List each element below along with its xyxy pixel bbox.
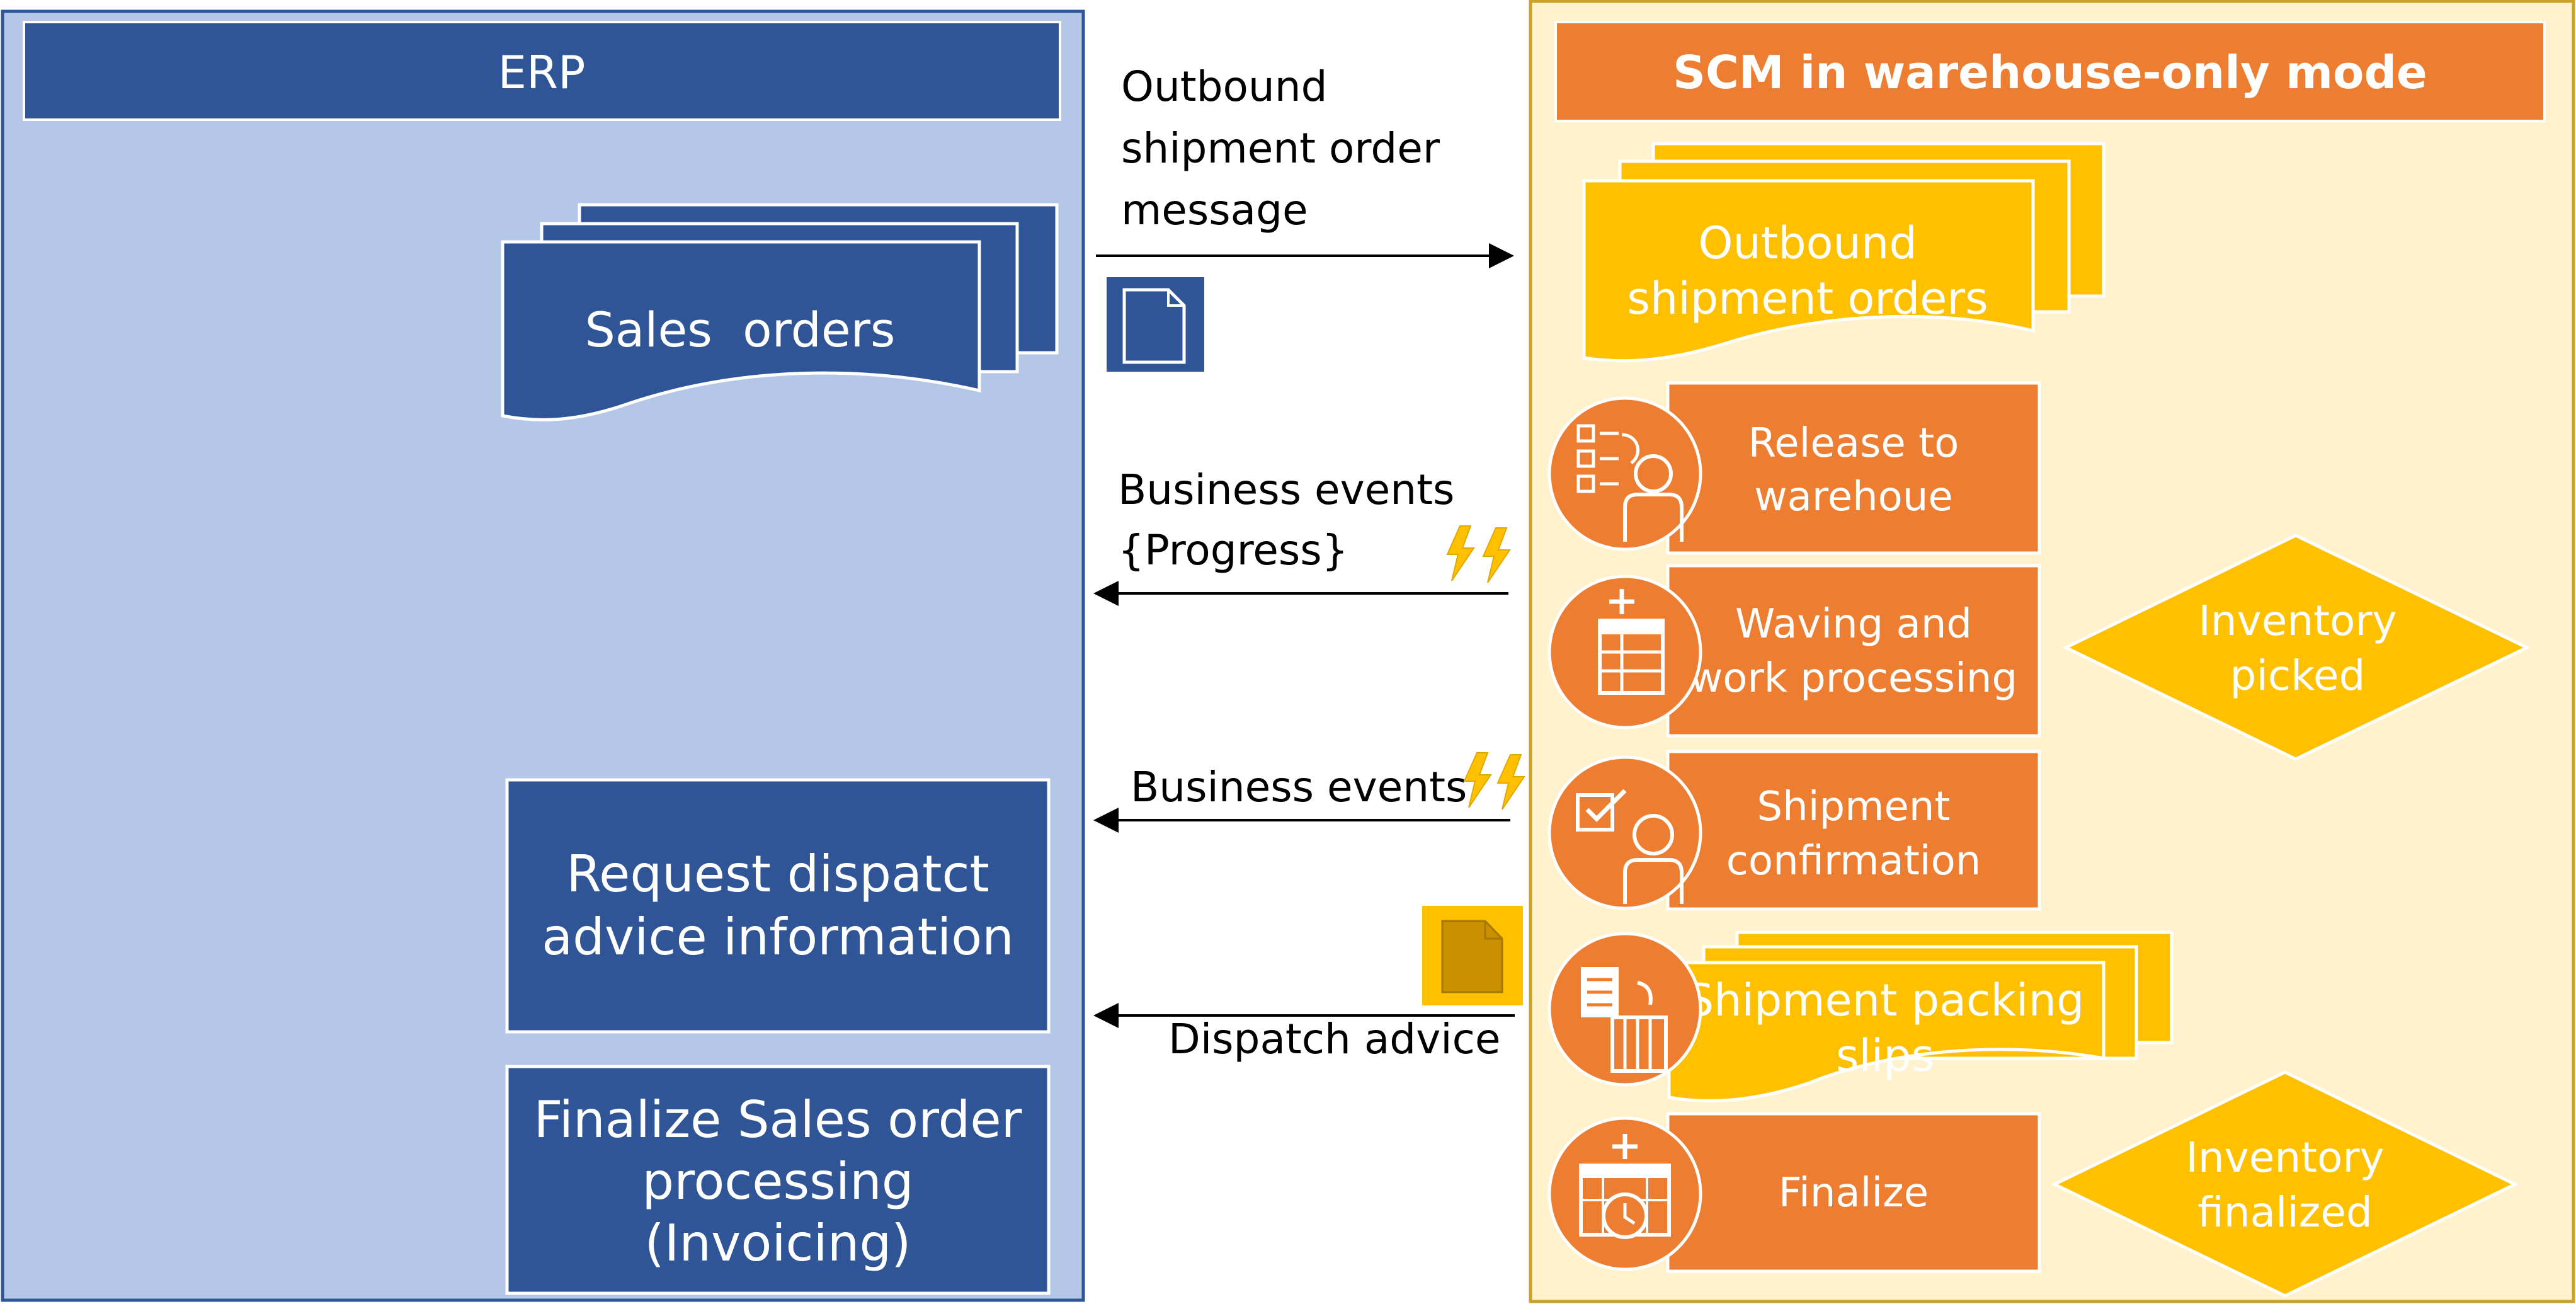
step-shipment-packing-slips: Shipment packing slips [1547, 930, 2174, 1102]
sales-orders-doc-front [501, 240, 981, 421]
inventory-finalized-line-2: finalized [2197, 1188, 2373, 1237]
message-business-events-progress: Business events {Progress} [1093, 466, 1511, 606]
request-dispatch-box: Request dispatct advice information [505, 778, 1051, 1034]
outbound-orders-document-stack: Outbound shipment orders [1582, 142, 2106, 363]
inventory-picked-diamond: Inventory picked [2062, 534, 2531, 761]
outbound-message-line-2: shipment order [1121, 124, 1440, 173]
dispatch-advice-label: Dispatch advice [1168, 1015, 1500, 1063]
shipment-confirmation-line-2: confirmation [1726, 838, 1981, 884]
inventory-picked-line-1: Inventory [2198, 597, 2396, 645]
step-release-to-warehouse: Release to warehoue [1547, 381, 2041, 555]
scm-panel: SCM in warehouse-only mode Outbound ship… [1529, 0, 2575, 1303]
message-business-events: Business events [1093, 752, 1525, 833]
outbound-orders-line-1: Outbound [1698, 217, 1917, 269]
outbound-message-line-1: Outbound [1121, 62, 1328, 111]
shipment-confirmation-line-1: Shipment [1757, 784, 1951, 830]
finalize-sales-line-2: processing [642, 1152, 913, 1211]
document-stack-icon [1547, 932, 1702, 1087]
sales-orders-label: Sales orders [585, 302, 896, 358]
finalize-sales-line-3: (Invoicing) [645, 1214, 911, 1273]
step-shipment-confirmation: Shipment confirmation [1547, 750, 2041, 911]
waving-box [1666, 564, 2041, 738]
check-person-icon [1547, 755, 1702, 910]
outbound-doc-front [1582, 179, 2035, 363]
inventory-finalized-line-1: Inventory [2186, 1133, 2384, 1182]
step-finalize: Finalize [1547, 1112, 2041, 1273]
request-dispatch-line-2: advice information [542, 908, 1014, 966]
inventory-finalized-diamond: Inventory finalized [2051, 1070, 2519, 1298]
waving-line-1: Waving and [1735, 601, 1972, 648]
release-line-1: Release to [1748, 420, 1959, 467]
erp-title-bar [23, 21, 1061, 121]
scm-title: SCM in warehouse-only mode [1673, 46, 2427, 99]
packing-slips-line-2: slips [1836, 1030, 1934, 1082]
inventory-finalized-shape [2051, 1070, 2519, 1298]
message-dispatch-advice: Dispatch advice [1093, 906, 1523, 1063]
progress-events-line-1: Business events [1118, 466, 1454, 514]
waving-line-2: work processing [1690, 655, 2017, 702]
release-line-2: warehoue [1754, 474, 1953, 520]
packing-slips-line-1: Shipment packing [1686, 975, 2085, 1026]
request-dispatch-line-1: Request dispatct [566, 845, 989, 903]
lightning-icon [1446, 525, 1511, 583]
calendar-clock-icon [1547, 1116, 1702, 1271]
document-icon [1107, 277, 1204, 372]
finalize-sales-line-1: Finalize Sales order [534, 1090, 1022, 1149]
finalize-sales-box: Finalize Sales order processing (Invoici… [505, 1065, 1051, 1295]
erp-title: ERP [498, 46, 586, 99]
lightning-icon [1463, 752, 1525, 810]
inventory-picked-line-2: picked [2230, 651, 2366, 700]
scm-title-bar [1554, 21, 2546, 122]
business-events-label: Business events [1131, 763, 1467, 811]
finalize-sales-background [505, 1065, 1051, 1295]
step-waving-work-processing: Waving and work processing [1547, 564, 2041, 738]
inventory-picked-shape [2062, 534, 2531, 761]
checklist-person-icon [1547, 396, 1702, 551]
shipment-confirmation-box [1666, 750, 2041, 911]
message-outbound-shipment: Outbound shipment order message [1096, 62, 1514, 372]
sales-orders-document-stack: Sales orders [501, 203, 1059, 421]
outbound-message-line-3: message [1121, 186, 1308, 234]
request-dispatch-background [505, 778, 1051, 1034]
outbound-orders-line-2: shipment orders [1627, 273, 1988, 324]
erp-panel: ERP Sales orders Request dispatct advice… [1, 9, 1085, 1302]
release-box [1666, 381, 2041, 555]
packing-doc-front [1667, 961, 2106, 1102]
document-icon [1422, 906, 1523, 1005]
add-table-icon [1547, 575, 1702, 729]
finalize-label: Finalize [1779, 1170, 1929, 1216]
progress-events-line-2: {Progress} [1118, 526, 1348, 575]
